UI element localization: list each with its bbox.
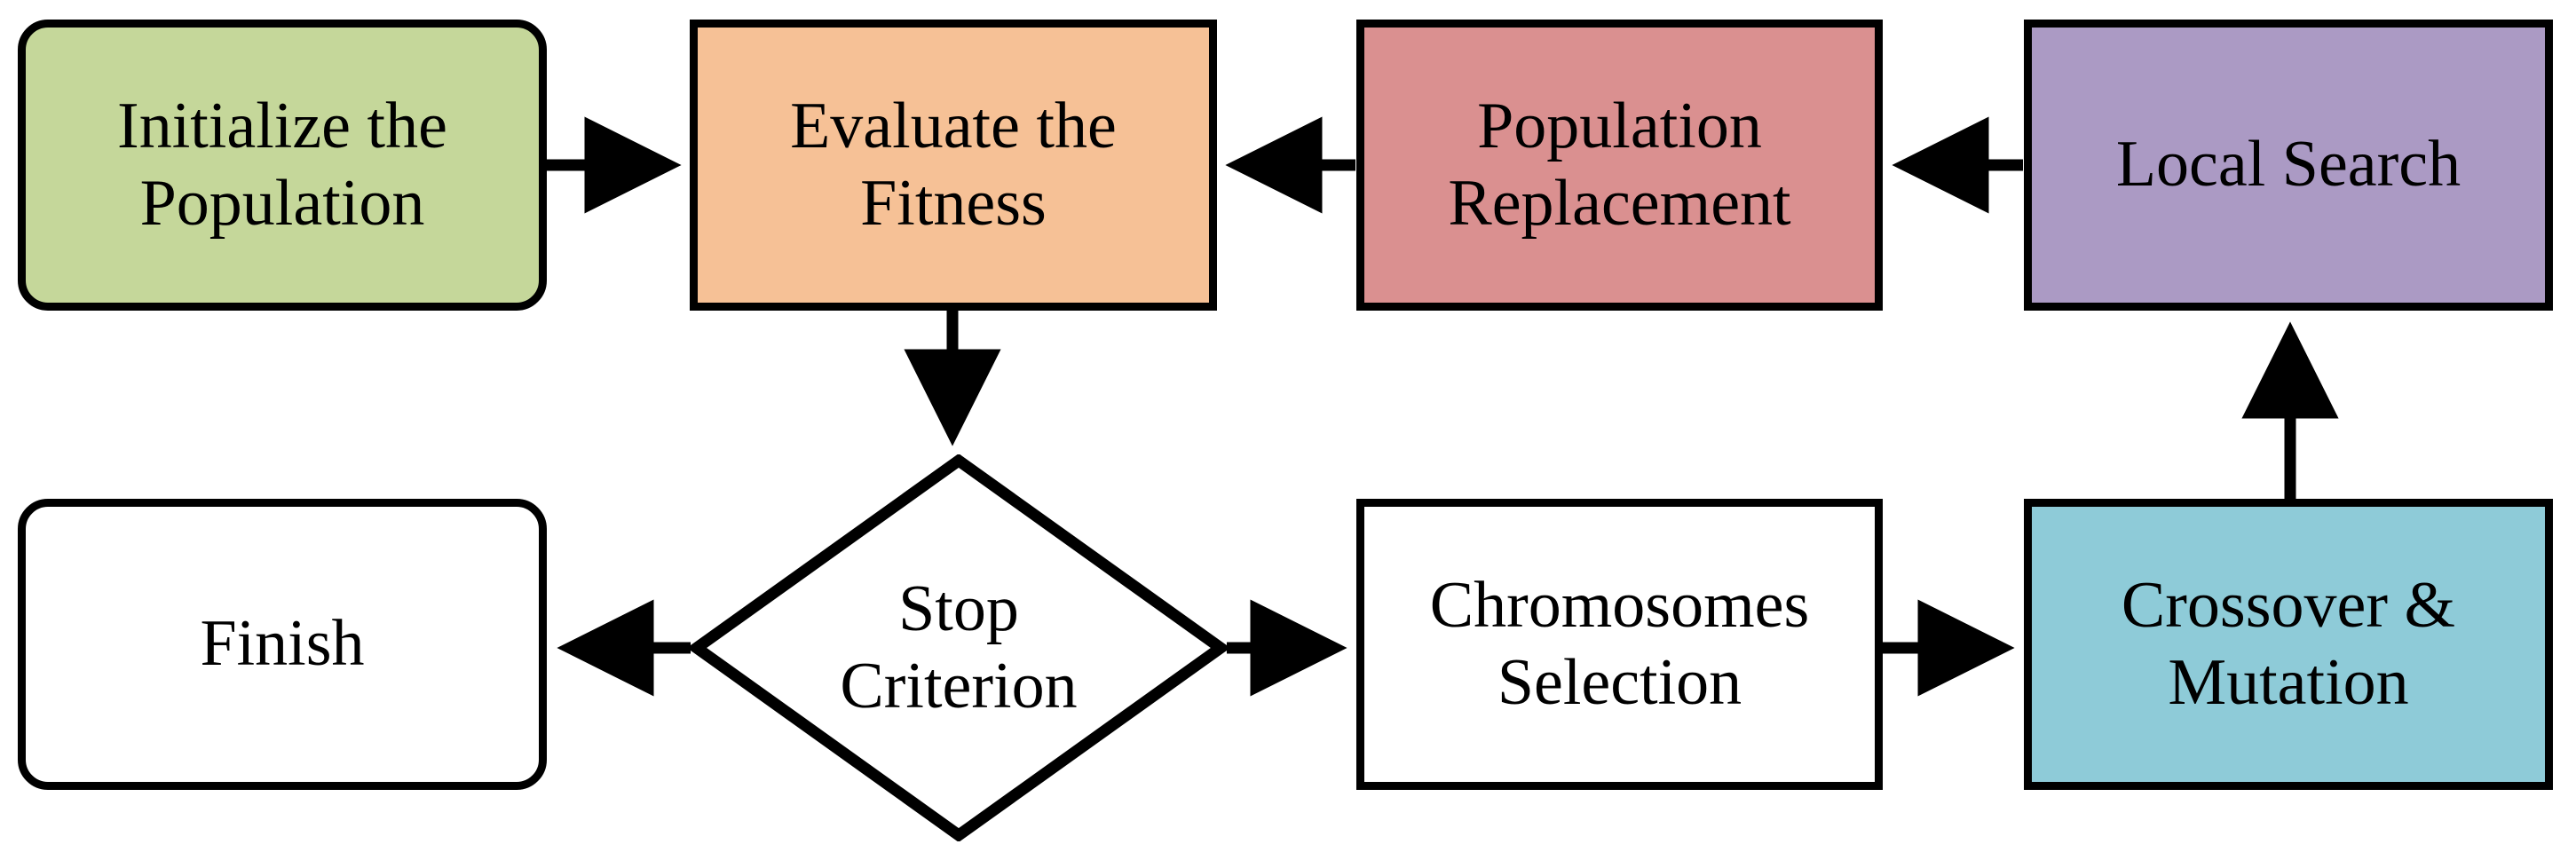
node-initialize-the-population[interactable]: Initialize the Population (18, 20, 547, 311)
node-crossover-and-mutation[interactable]: Crossover & Mutation (2024, 499, 2553, 790)
node-label: Finish (200, 607, 365, 681)
node-finish[interactable]: Finish (18, 499, 547, 790)
node-stop-criterion[interactable]: Stop Criterion (691, 454, 1227, 841)
diamond-shape (691, 454, 1227, 841)
node-population-replacement[interactable]: Population Replacement (1356, 20, 1883, 311)
node-label: Stop Criterion (840, 572, 1078, 722)
node-chromosomes-selection[interactable]: Chromosomes Selection (1356, 499, 1883, 790)
node-label: Evaluate the Fitness (790, 89, 1117, 240)
node-local-search[interactable]: Local Search (2024, 20, 2553, 311)
node-label: Initialize the Population (117, 89, 447, 240)
node-label: Local Search (2115, 128, 2461, 201)
node-evaluate-the-fitness[interactable]: Evaluate the Fitness (690, 20, 1217, 311)
node-label: Population Replacement (1448, 89, 1791, 240)
node-label: Chromosomes Selection (1429, 568, 1810, 719)
node-label: Crossover & Mutation (2121, 568, 2456, 719)
